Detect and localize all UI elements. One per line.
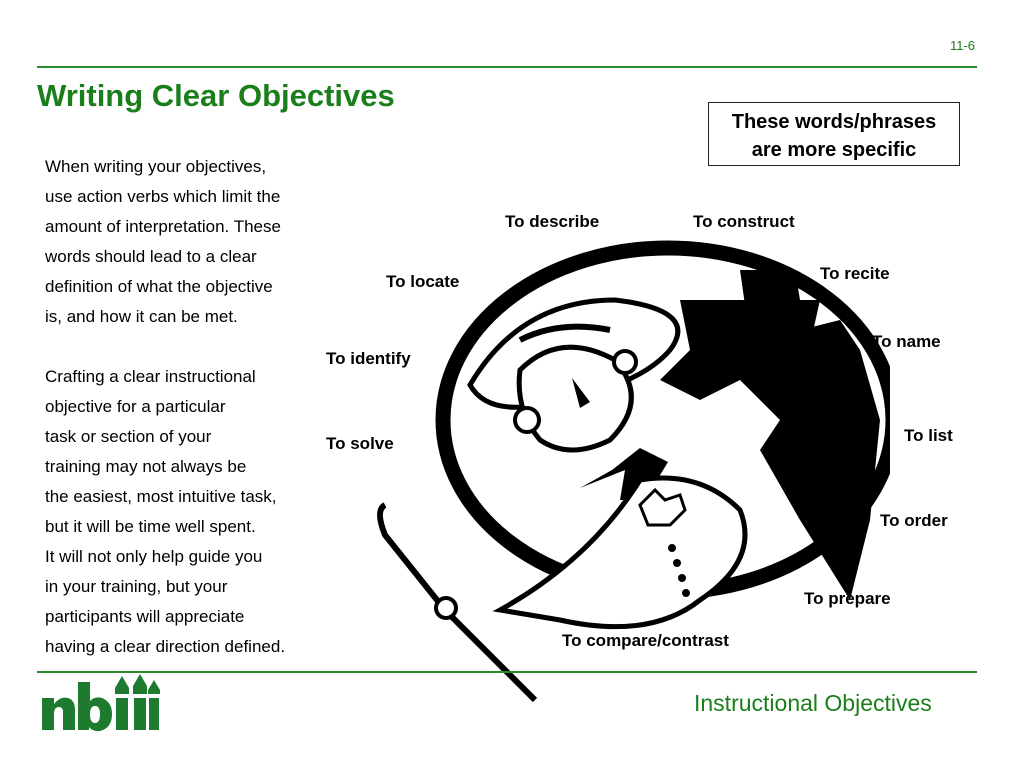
- body-line: having a clear direction defined.: [45, 637, 286, 656]
- body-outline: [492, 475, 748, 630]
- cane-shape: [377, 502, 538, 703]
- button-dot: [678, 574, 686, 582]
- verb-to-list: To list: [904, 426, 953, 445]
- bottom-rule: [37, 671, 977, 673]
- verb-to-identify: To identify: [326, 349, 411, 368]
- body-line: but it will be time well spent.: [45, 517, 256, 536]
- body-line: amount of interpretation. These: [45, 217, 281, 236]
- body-line: task or section of your: [45, 427, 212, 446]
- verb-to-describe: To describe: [505, 212, 600, 231]
- page-title: Writing Clear Objectives: [37, 78, 395, 113]
- button-dot: [673, 559, 681, 567]
- verb-to-prepare: To prepare: [804, 589, 891, 608]
- callout-line: These words/phrases: [731, 111, 937, 133]
- nose-mark: [572, 378, 590, 408]
- verb-to-solve: To solve: [326, 434, 394, 453]
- eye-right: [612, 349, 638, 375]
- body-line: definition of what the objective: [45, 277, 273, 296]
- straw-hat-band: [518, 323, 611, 343]
- body-line: participants will appreciate: [45, 607, 245, 626]
- dark-figure-shape: [660, 300, 880, 600]
- body-line: in your training, but your: [45, 577, 228, 596]
- slide-number: 11-6: [949, 38, 975, 53]
- callout-box: These words/phrases are more specific: [708, 102, 960, 166]
- verb-to-name: To name: [872, 332, 941, 351]
- body-line: words should lead to a clear: [45, 247, 257, 266]
- verb-to-locate: To locate: [386, 272, 460, 291]
- verb-to-order: To order: [880, 511, 948, 530]
- eye-left: [513, 406, 541, 434]
- button-dot: [682, 589, 690, 597]
- callout-line: are more specific: [751, 139, 917, 161]
- verb-to-recite: To recite: [820, 264, 890, 283]
- cane-ring: [434, 596, 458, 620]
- verb-to-compare-contrast: To compare/contrast: [562, 631, 729, 650]
- top-rule: [37, 66, 977, 68]
- footer-title: Instructional Objectives: [694, 690, 932, 716]
- body-line: training may not always be: [45, 457, 247, 476]
- body-line: is, and how it can be met.: [45, 307, 238, 326]
- body-text: When writing your objectives, use action…: [45, 152, 345, 662]
- button-dot: [668, 544, 676, 552]
- body-line: use action verbs which limit the: [45, 187, 281, 206]
- verb-to-construct: To construct: [693, 212, 795, 231]
- body-line: Crafting a clear instructional: [45, 367, 256, 386]
- body-line: When writing your objectives,: [45, 157, 267, 176]
- body-line: objective for a particular: [45, 397, 226, 416]
- hand-shape: [638, 487, 687, 527]
- top-hat-shape: [690, 270, 820, 345]
- paragraph-gap: [45, 332, 345, 362]
- body-line: the easiest, most intuitive task,: [45, 487, 277, 506]
- gentlemen-clipart-illustration: [377, 240, 890, 703]
- nbii-logo: [42, 674, 160, 732]
- body-line: It will not only help guide you: [45, 547, 263, 566]
